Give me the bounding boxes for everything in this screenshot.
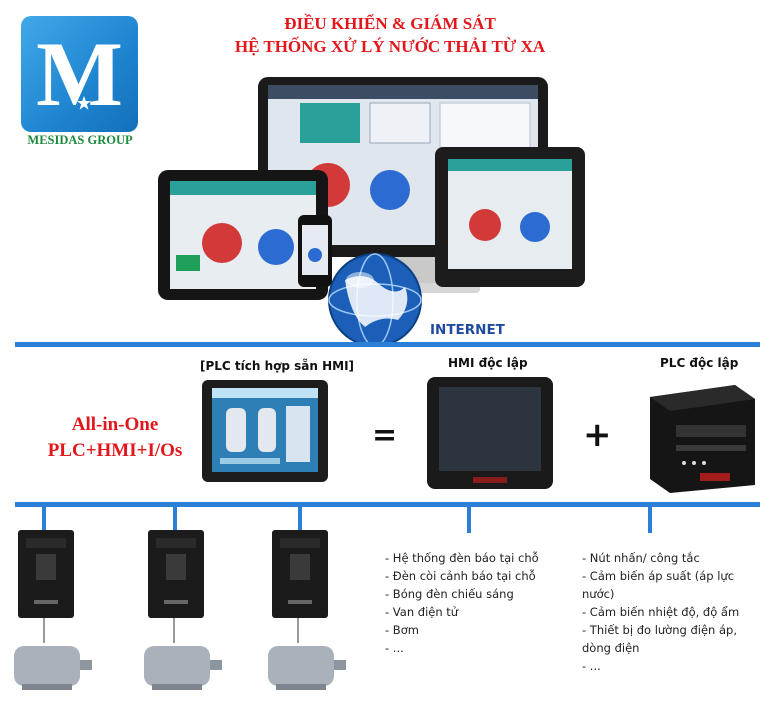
plc-integrated-hmi-icon bbox=[202, 380, 328, 482]
all-in-one-line-2: PLC+HMI+I/Os bbox=[47, 440, 183, 461]
title-line-1: ĐIỀU KHIỂN & GIÁM SÁT bbox=[284, 14, 496, 33]
all-in-one-line-1: All-in-One bbox=[71, 414, 159, 435]
list-item: - Cảm biến áp suất (áp lực bbox=[582, 569, 735, 583]
list-item: - ... bbox=[385, 641, 404, 655]
list-item: - Đèn còi cảnh báo tại chỗ bbox=[385, 569, 536, 583]
inverter-icon-2 bbox=[148, 530, 204, 618]
plc-hmi-label: [PLC tích hợp sẵn HMI] bbox=[200, 359, 355, 373]
inputs-list: - Nút nhấn/ công tắc - Cảm biến áp suất … bbox=[582, 549, 739, 675]
company-logo: M bbox=[21, 16, 138, 132]
internet-globe-icon bbox=[328, 253, 422, 347]
list-item: nước) bbox=[582, 587, 615, 601]
internet-label: INTERNET bbox=[430, 322, 505, 338]
list-item: - Hệ thống đèn báo tại chỗ bbox=[385, 551, 539, 565]
motor-icon-3 bbox=[268, 646, 346, 690]
inverter-icon-1 bbox=[18, 530, 74, 618]
field-network-bus bbox=[15, 502, 760, 507]
list-item: - Van điện tử bbox=[385, 605, 459, 619]
inverter-icon-3 bbox=[272, 530, 328, 618]
hmi-label: HMI độc lập bbox=[448, 356, 528, 370]
equals-sign: = bbox=[372, 418, 398, 453]
list-item: - ... bbox=[582, 659, 601, 673]
bus-drop-3 bbox=[298, 505, 302, 533]
bus-drop-2 bbox=[173, 505, 177, 533]
motor-icon-2 bbox=[144, 646, 222, 690]
list-item: - Bóng đèn chiếu sáng bbox=[385, 587, 514, 601]
bus-drop-5 bbox=[648, 505, 652, 533]
tablet-icon bbox=[158, 170, 328, 300]
standalone-plc-icon bbox=[650, 385, 755, 493]
outputs-list: - Hệ thống đèn báo tại chỗ - Đèn còi cản… bbox=[385, 549, 539, 657]
all-in-one-label: All-in-One PLC+HMI+I/Os bbox=[20, 412, 210, 464]
plc-label: PLC độc lập bbox=[660, 356, 739, 370]
list-item: - Thiết bị đo lường điện áp, bbox=[582, 623, 737, 637]
smartphone-icon bbox=[298, 215, 332, 287]
motor-icon-1 bbox=[14, 646, 92, 690]
inverters-and-motors-illustration bbox=[14, 530, 346, 690]
title-line-2: HỆ THỐNG XỬ LÝ NƯỚC THẢI TỪ XA bbox=[234, 37, 546, 56]
bus-drop-1 bbox=[42, 505, 46, 533]
plus-sign: + bbox=[583, 415, 612, 455]
list-item: dòng điện bbox=[582, 641, 640, 655]
logo-letter: M bbox=[36, 23, 123, 125]
panel-hmi-icon bbox=[435, 147, 585, 287]
diagram-title: ĐIỀU KHIỂN & GIÁM SÁT HỆ THỐNG XỬ LÝ NƯỚ… bbox=[200, 12, 580, 58]
company-name: MESIDAS GROUP bbox=[27, 133, 133, 147]
list-item: - Cảm biến nhiệt độ, độ ẩm bbox=[582, 605, 740, 619]
bus-drop-4 bbox=[467, 505, 471, 533]
list-item: - Bơm bbox=[385, 623, 419, 637]
logo-star-icon bbox=[77, 96, 91, 110]
list-item: - Nút nhấn/ công tắc bbox=[582, 551, 700, 565]
internet-network-bus bbox=[15, 342, 760, 347]
standalone-hmi-icon bbox=[427, 377, 553, 489]
remote-devices-illustration bbox=[158, 77, 585, 347]
